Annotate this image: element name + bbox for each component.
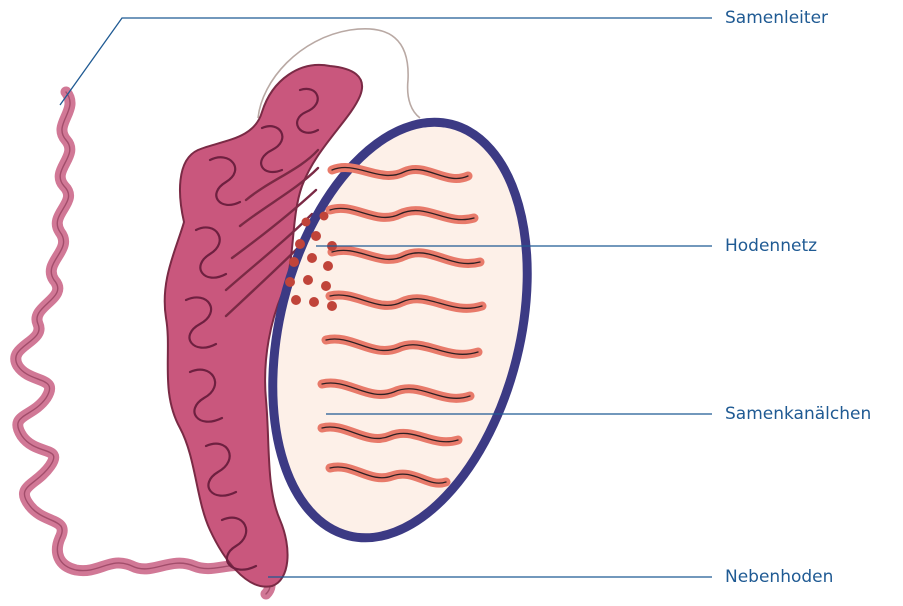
leader-line-samenleiter (60, 18, 712, 105)
label-hodennetz: Hodennetz (725, 236, 817, 256)
label-nebenhoden: Nebenhoden (725, 567, 833, 587)
label-samenleiter: Samenleiter (725, 8, 828, 28)
label-samenkanaelchen: Samenkanälchen (725, 404, 871, 424)
